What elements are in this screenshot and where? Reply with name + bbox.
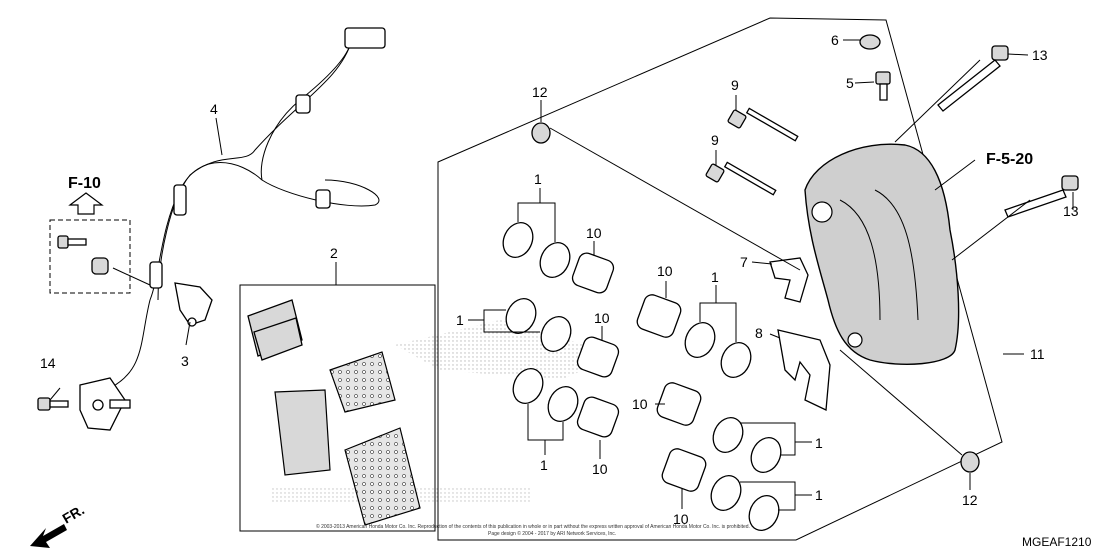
callout-10-c: 10 <box>592 461 608 477</box>
callout-7: 7 <box>740 254 748 270</box>
collar-icon-1 <box>531 122 551 144</box>
diagram-code: MGEAF1210 <box>1022 535 1092 549</box>
pad-group-box <box>239 284 436 532</box>
sensor-wire <box>109 39 380 389</box>
wire-grommet-2 <box>315 189 331 209</box>
ref-f10: F-10 <box>68 175 101 192</box>
pad-spring-icon <box>769 257 809 303</box>
wire-grommet-3 <box>173 184 187 216</box>
brake-pad-set <box>247 299 421 526</box>
bleeder-valve-icon <box>875 71 891 101</box>
callout-11: 11 <box>1030 346 1045 362</box>
pad-retainer-icon <box>777 329 831 411</box>
leader-lines <box>49 39 1074 511</box>
copyright-line-2: Page design © 2004 - 2017 by ARI Network… <box>488 530 616 537</box>
callout-14: 14 <box>40 355 56 371</box>
connector-icon <box>344 27 386 49</box>
copyright-line-1: © 2003-2013 American Honda Motor Co. Inc… <box>316 523 750 530</box>
callout-5: 5 <box>846 75 854 91</box>
abs-sensor-icon <box>79 377 131 431</box>
callout-10-d: 10 <box>657 263 673 279</box>
wire-grommet-1 <box>295 94 311 114</box>
callout-1-lower-right-a: 1 <box>815 435 823 451</box>
callout-9-lower: 9 <box>711 132 719 148</box>
callout-10-a: 10 <box>586 225 602 241</box>
callout-1-middle: 1 <box>711 269 719 285</box>
callout-2: 2 <box>330 245 338 261</box>
collar-icon-2 <box>960 451 980 473</box>
bolt-14-icon <box>37 397 69 411</box>
callout-4: 4 <box>210 101 218 117</box>
bleeder-cap-icon <box>859 34 881 50</box>
callout-10-b: 10 <box>594 310 610 326</box>
wire-clamp-icon <box>174 282 213 327</box>
callout-1-lower-left: 1 <box>540 457 548 473</box>
callout-1-lower-right-b: 1 <box>815 487 823 503</box>
f10-reference-box <box>49 219 131 294</box>
callout-10-e: 10 <box>632 396 648 412</box>
caliper-body-icon <box>804 143 960 365</box>
callout-12-upper: 12 <box>532 84 548 100</box>
wire-grommet-4 <box>149 261 163 289</box>
assembly-outline <box>437 17 1003 541</box>
ref-f5-20: F-5-20 <box>986 151 1033 168</box>
callout-1-left: 1 <box>456 312 464 328</box>
pad-pin-icon <box>705 107 799 196</box>
callout-10-f: 10 <box>673 511 689 527</box>
direction-label: FR. <box>60 501 88 526</box>
callout-1-upper: 1 <box>534 171 542 187</box>
callout-12-lower: 12 <box>962 492 978 508</box>
callout-3: 3 <box>181 353 189 369</box>
callout-8: 8 <box>755 325 763 341</box>
f10-parts-icon <box>57 235 109 275</box>
callout-13-lower: 13 <box>1063 203 1079 219</box>
piston-seal-rings <box>502 221 782 532</box>
callout-9-upper: 9 <box>731 77 739 93</box>
callouts: 1 1 1 1 1 1 2 3 4 5 6 7 8 9 9 10 10 10 1… <box>40 32 1079 527</box>
callout-13-upper: 13 <box>1032 47 1048 63</box>
caliper-pistons <box>571 252 707 492</box>
mounting-bolt-icon <box>937 45 1079 218</box>
up-arrow-icon <box>68 192 104 215</box>
front-arrow-icon <box>30 524 67 548</box>
callout-6: 6 <box>831 32 839 48</box>
